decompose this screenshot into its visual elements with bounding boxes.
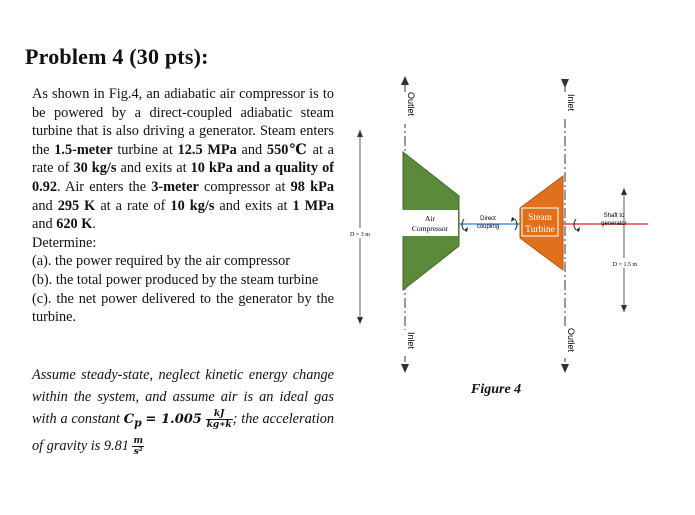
turbine-dim-arrow-bottom	[621, 305, 627, 312]
compressor-label-line2: Compressor	[412, 224, 449, 233]
turbine-label-box	[521, 207, 559, 237]
text-fragment: and	[32, 197, 53, 214]
cp-subscript: p	[134, 416, 142, 430]
turbine-diameter-value: 1.5-meter	[54, 141, 113, 158]
text-fragment: and exits at	[219, 197, 288, 214]
problem-paragraph: As shown in Fig.4, an adiabatic air comp…	[32, 85, 334, 234]
assumptions-text: Assume steady-state, neglect kinetic ene…	[32, 367, 334, 427]
cp-letter: C	[123, 412, 135, 427]
compressor-outlet-label: Outlet	[406, 92, 416, 117]
coupling-label-line1: Direct	[480, 216, 496, 222]
text-fragment: and	[241, 141, 263, 158]
compressor-diameter-label: D = 3 m	[350, 232, 370, 238]
part-c: (c). the net power delivered to the gene…	[32, 290, 334, 326]
gravity-text: ; the acceleration of gravity is 9.81	[32, 411, 334, 454]
gravity-unit-denominator: s²	[133, 446, 143, 457]
text-fragment: turbine at	[117, 141, 173, 158]
air-exit-pressure: 1 MPa	[292, 197, 335, 214]
air-mass-flow: 10 kg/s	[170, 197, 215, 214]
steam-inlet-temperature: 550℃	[266, 141, 308, 158]
intro-text: As shown in Fig.4, an adiabatic air comp…	[32, 86, 334, 158]
text-fragment: at a rate of	[32, 141, 335, 177]
cp-unit-denominator: kg∗k	[206, 420, 232, 431]
turbine-diameter-label: D = 1.5 m	[613, 262, 638, 268]
part-b: (b). the total power produced by the ste…	[32, 271, 319, 288]
turbine-outlet-label: Outlet	[566, 328, 576, 353]
compressor-inlet-arrow	[401, 364, 409, 373]
turbine-outlet-arrow	[561, 364, 569, 373]
problem-title: Problem 4 (30 pts):	[25, 44, 209, 69]
text-fragment: . Air enters the	[57, 178, 147, 195]
cp-value: = 1.005	[145, 412, 202, 427]
compressor-label-box	[402, 210, 458, 236]
turbine-inlet-label: Inlet	[566, 94, 576, 112]
turbine-label-line2: Turbine	[525, 225, 555, 235]
coupling-rotation-arrow-right	[514, 218, 518, 231]
compressor-inlet-label: Inlet	[406, 332, 416, 350]
air-exit-temperature: 620 K	[56, 216, 93, 233]
text-fragment: compressor at	[204, 178, 286, 195]
determine-label: Determine:	[32, 234, 97, 251]
gravity-unit-numerator: m	[132, 435, 145, 447]
steam-inlet-pressure: 12.5 MPa	[177, 141, 237, 158]
shaft-label-line1: Shaft to	[604, 213, 625, 219]
air-inlet-temperature: 295 K	[57, 197, 96, 214]
compressor-diameter-value: 3-meter	[151, 178, 199, 195]
text-fragment: and exits at	[120, 160, 187, 177]
steam-exit-state: 10 kPa and a quality of 0.92	[32, 160, 335, 195]
problem-statement: As shown in Fig.4, an adiabatic air comp…	[32, 85, 334, 327]
compressor-dim-arrow-bottom	[357, 317, 363, 324]
turbine-dim-arrow-top	[621, 188, 627, 195]
coupling-rotation-arrow-left	[461, 218, 465, 231]
generator-rotation-arrow	[573, 218, 577, 231]
compressor-outlet-arrow	[401, 76, 409, 85]
air-inlet-pressure: 98 kPa	[290, 178, 334, 195]
compressor-dim-arrow-top	[357, 130, 363, 137]
figure-4-diagram: Outlet Inlet Inlet Outlet Air Compressor…	[344, 76, 648, 373]
figure-caption: Figure 4	[471, 382, 522, 397]
steam-mass-flow: 30 kg/s	[73, 160, 117, 177]
coupling-arrowhead-left	[464, 227, 468, 232]
assumptions: Assume steady-state, neglect kinetic ene…	[32, 364, 334, 457]
cp-unit-numerator: kJ	[205, 409, 233, 421]
text-fragment: at a rate of	[100, 197, 166, 214]
coupling-arrowhead-right	[511, 217, 515, 222]
generator-arrowhead	[576, 227, 580, 232]
shaft-label-line2: generator	[601, 221, 627, 227]
text-fragment: and	[32, 216, 53, 233]
part-a: (a). the power required by the air compr…	[32, 253, 291, 270]
turbine-label-line1: Steam	[528, 213, 552, 223]
text-fragment: .	[92, 216, 96, 233]
coupling-label-line2: coupling	[477, 224, 499, 230]
compressor-label-line1: Air	[425, 214, 436, 223]
turbine-inlet-arrow	[561, 79, 569, 88]
cp-symbol: Cp	[123, 412, 142, 430]
